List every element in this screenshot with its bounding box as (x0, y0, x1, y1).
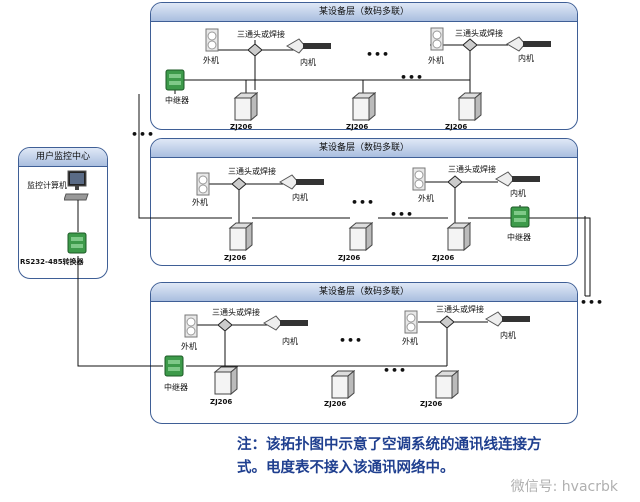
indoor-unit-label: 内机 (510, 189, 526, 198)
tee-joint-label: 三通头或焊接 (448, 165, 496, 174)
rs232-485-converter-icon (67, 232, 87, 254)
tee-joint-icon (447, 175, 463, 189)
tee-joint-label: 三通头或焊接 (212, 308, 260, 317)
zj206-module-icon (446, 222, 471, 252)
diagram-note-line-1: 注：该拓扑图中示意了空调系统的通讯线连接方 (237, 437, 542, 453)
ellipsis: ••• (351, 196, 376, 209)
zj206-module-icon (228, 222, 253, 252)
watermark: 微信号: hvacrbk (510, 479, 618, 495)
indoor-unit-label: 内机 (518, 54, 534, 63)
outdoor-unit-icon (404, 310, 418, 334)
indoor-unit-label: 内机 (500, 331, 516, 340)
zj206-label: ZJ206 (445, 123, 468, 131)
ellipsis: ••• (339, 334, 364, 347)
panel-3-title: 某设备层（数码多联） (151, 283, 577, 302)
ellipsis: ••• (383, 364, 408, 377)
ellipsis: ••• (400, 71, 425, 84)
repeater-icon (165, 69, 185, 91)
indoor-unit-icon (495, 171, 540, 187)
zj206-label: ZJ206 (224, 254, 247, 262)
diagram-note-line-2: 式。电度表不接入该通讯网络中。 (237, 460, 455, 476)
tee-joint-icon (247, 43, 263, 57)
outdoor-unit-icon (412, 167, 426, 191)
zj206-label: ZJ206 (432, 254, 455, 262)
user-monitoring-center: 用户监控中心 (18, 147, 108, 279)
tee-joint-icon (439, 315, 455, 329)
zj206-module-icon (233, 92, 258, 122)
rs232-485-converter-label: RS232-485转换器 (20, 258, 84, 266)
ellipsis: ••• (366, 48, 391, 61)
outdoor-unit-icon (196, 172, 210, 196)
outdoor-unit-label: 外机 (203, 56, 219, 65)
zj206-label: ZJ206 (338, 254, 361, 262)
outdoor-unit-icon (184, 314, 198, 338)
indoor-unit-icon (263, 315, 308, 331)
repeater-icon (510, 206, 530, 228)
tee-joint-icon (462, 38, 478, 52)
indoor-unit-icon (286, 38, 331, 54)
repeater-label: 中继器 (164, 383, 188, 392)
panel-2-title: 某设备层（数码多联） (151, 139, 577, 158)
monitoring-computer-label: 监控计算机 (27, 181, 67, 190)
repeater-icon (164, 355, 184, 377)
outdoor-unit-icon (205, 28, 219, 52)
tee-joint-label: 三通头或焊接 (237, 30, 285, 39)
tee-joint-label: 三通头或焊接 (228, 167, 276, 176)
zj206-module-icon (351, 92, 376, 122)
zj206-module-icon (213, 366, 238, 396)
outdoor-unit-label: 外机 (192, 198, 208, 207)
monitoring-center-title: 用户监控中心 (19, 148, 107, 167)
outdoor-unit-icon (430, 27, 444, 51)
indoor-unit-icon (485, 311, 530, 327)
zj206-module-icon (330, 370, 355, 400)
zj206-label: ZJ206 (210, 398, 233, 406)
zj206-label: ZJ206 (346, 123, 369, 131)
zj206-module-icon (348, 222, 373, 252)
zj206-label: ZJ206 (230, 123, 253, 131)
outdoor-unit-label: 外机 (418, 194, 434, 203)
zj206-label: ZJ206 (420, 400, 443, 408)
ellipsis: ••• (390, 208, 415, 221)
zj206-label: ZJ206 (324, 400, 347, 408)
equipment-floor-panel-3: 某设备层（数码多联） (150, 282, 578, 424)
indoor-unit-label: 内机 (300, 58, 316, 67)
indoor-unit-label: 内机 (282, 337, 298, 346)
ellipsis: ••• (131, 128, 156, 141)
outdoor-unit-label: 外机 (402, 337, 418, 346)
repeater-label: 中继器 (165, 96, 189, 105)
computer-icon (64, 170, 89, 201)
indoor-unit-icon (279, 174, 324, 190)
tee-joint-icon (217, 318, 233, 332)
indoor-unit-icon (506, 36, 551, 52)
outdoor-unit-label: 外机 (428, 56, 444, 65)
tee-joint-icon (231, 177, 247, 191)
tee-joint-label: 三通头或焊接 (455, 29, 503, 38)
indoor-unit-label: 内机 (292, 193, 308, 202)
outdoor-unit-label: 外机 (181, 342, 197, 351)
ellipsis: ••• (580, 296, 605, 309)
repeater-label: 中继器 (507, 233, 531, 242)
zj206-module-icon (457, 92, 482, 122)
zj206-module-icon (434, 370, 459, 400)
panel-1-title: 某设备层（数码多联） (151, 3, 577, 22)
tee-joint-label: 三通头或焊接 (436, 305, 484, 314)
